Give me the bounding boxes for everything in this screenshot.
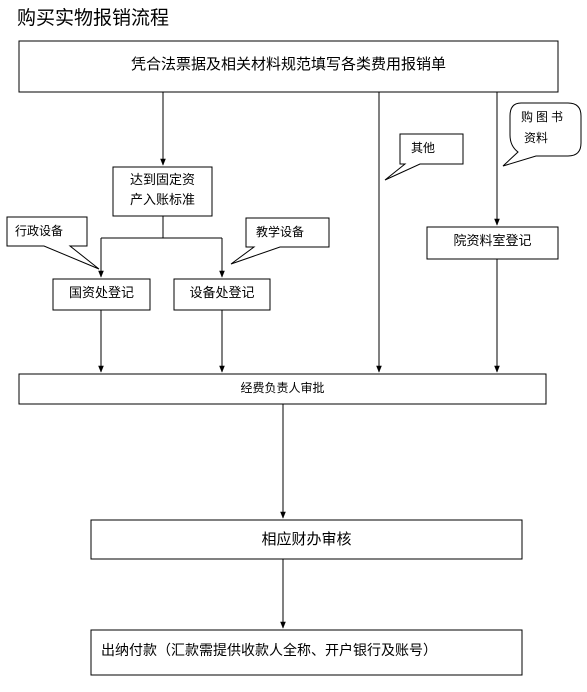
callout-admin-equipment [6,216,100,270]
callout-other-label: 其他 [411,141,436,155]
state-asset-office-box [52,278,151,311]
finance-review-box [90,519,523,560]
callout-admin-equipment-label: 行政设备 [15,224,64,238]
fill-form-label: 凭合法票据及相关材料规范填写各类费用报销单 [130,55,446,73]
callout-books-label-line2: 资料 [524,131,549,145]
library-register-box [426,226,559,260]
cashier-payment-label: 出纳付款（汇款需提供收款人全称、开户银行及账号） [101,643,437,659]
finance-review-label: 相应财办审核 [261,530,352,548]
budget-approval-label: 经费负责人审批 [240,381,325,395]
state-asset-office-label: 国资处登记 [68,286,134,301]
callout-teaching-equipment-label: 教学设备 [256,225,305,239]
cashier-payment-box [90,629,523,676]
callout-teaching-equipment [230,217,330,265]
callout-books [502,102,582,167]
equipment-office-box [173,278,271,311]
fixed-asset-box [112,166,213,217]
library-register-label: 院资料室登记 [453,234,532,249]
budget-approval-box [18,373,547,405]
fixed-asset-label-line2: 产入账标准 [129,193,195,208]
callout-other [384,133,464,181]
callout-books-label-line1: 购图书 [521,110,567,124]
equipment-office-label: 设备处登记 [189,286,255,301]
page-title: 购买实物报销流程 [17,7,170,29]
fill-form-box [18,40,559,93]
fixed-asset-label-line1: 达到固定资 [129,173,195,188]
